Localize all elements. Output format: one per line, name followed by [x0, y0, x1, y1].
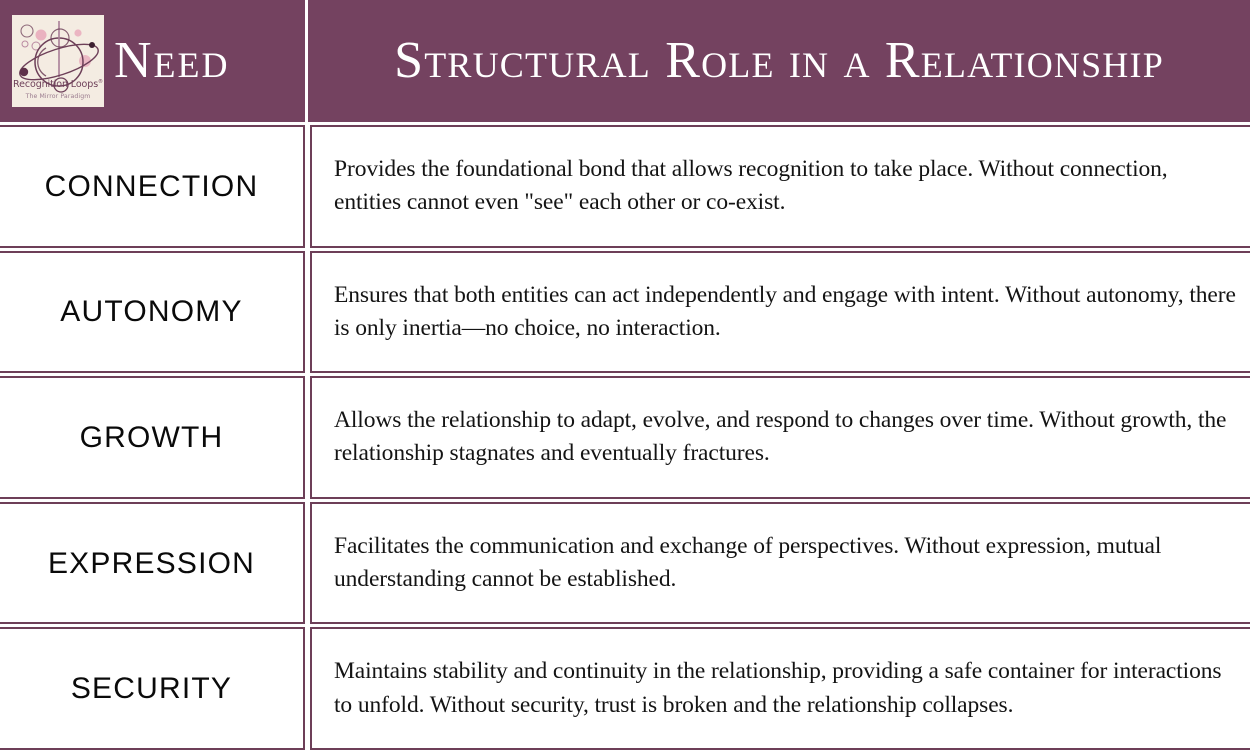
table-row: SECURITY Maintains stability and continu… [0, 624, 1250, 750]
header-cell-role: Structural Role in a Relationship [308, 0, 1250, 122]
header-cell-need: Recognition Loops® The Mirror Paradigm N… [0, 0, 308, 122]
recognition-loops-logo: Recognition Loops® The Mirror Paradigm [12, 15, 104, 107]
table-row: AUTONOMY Ensures that both entities can … [0, 248, 1250, 374]
cell-need: AUTONOMY [0, 250, 305, 374]
role-description: Provides the foundational bond that allo… [334, 155, 1168, 216]
header-title-need: Need [114, 32, 230, 89]
header-title-role: Structural Role in a Relationship [394, 32, 1164, 89]
role-description: Facilitates the communication and exchan… [334, 532, 1162, 593]
table-row: EXPRESSION Facilitates the communication… [0, 499, 1250, 625]
need-label: SECURITY [70, 672, 233, 706]
need-label: AUTONOMY [60, 295, 243, 329]
logo-wordmark: Recognition Loops® [13, 79, 103, 91]
role-description: Allows the relationship to adapt, evolve… [334, 407, 1227, 467]
registered-mark-icon: ® [98, 79, 103, 86]
role-description: Maintains stability and continuity in th… [334, 658, 1222, 718]
table-row: CONNECTION Provides the foundational bon… [0, 122, 1250, 248]
cell-need: EXPRESSION [0, 501, 305, 625]
table-body: CONNECTION Provides the foundational bon… [0, 122, 1250, 750]
need-label: EXPRESSION [47, 546, 256, 580]
table-row: GROWTH Allows the relationship to adapt,… [0, 373, 1250, 499]
logo-tagline: The Mirror Paradigm [25, 92, 91, 100]
cell-need: SECURITY [0, 627, 305, 750]
logo-planet-icon [19, 21, 99, 93]
need-label: GROWTH [79, 420, 224, 454]
table-header-row: Recognition Loops® The Mirror Paradigm N… [0, 0, 1250, 122]
cell-role: Ensures that both entities can act indep… [310, 250, 1250, 374]
cell-role: Facilitates the communication and exchan… [310, 501, 1250, 625]
cell-role: Provides the foundational bond that allo… [310, 125, 1250, 248]
need-label: CONNECTION [44, 169, 259, 203]
cell-role: Allows the relationship to adapt, evolve… [310, 376, 1250, 499]
role-description: Ensures that both entities can act indep… [334, 281, 1236, 341]
cell-need: CONNECTION [0, 125, 305, 248]
cell-role: Maintains stability and continuity in th… [310, 627, 1250, 750]
cell-need: GROWTH [0, 376, 305, 499]
